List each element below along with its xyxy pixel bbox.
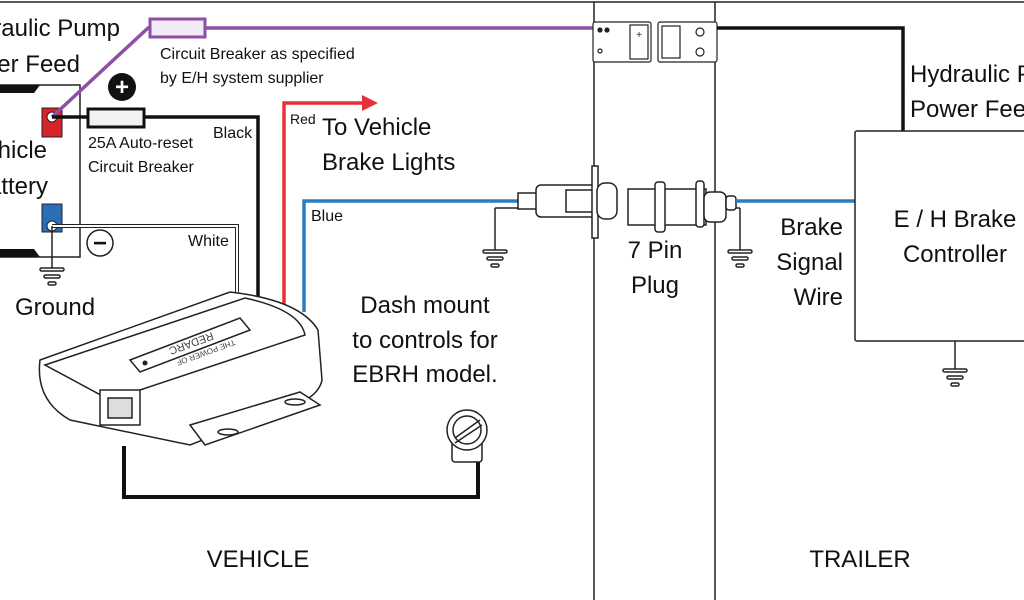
svg-text:+: + bbox=[115, 74, 129, 101]
white-wire bbox=[52, 224, 239, 296]
signal-wire-label-1: Brake bbox=[780, 214, 843, 241]
vehicle-section-label: VEHICLE bbox=[207, 546, 310, 573]
signal-wire-label-2: Signal bbox=[776, 249, 843, 276]
svg-text:−: − bbox=[93, 230, 107, 257]
red-wire-label: Red bbox=[290, 111, 316, 127]
plug-label-1: 7 Pin bbox=[628, 237, 683, 264]
blue-wire bbox=[302, 199, 525, 312]
dash-mount-label-1: Dash mount bbox=[360, 292, 490, 319]
minus-icon: − bbox=[86, 229, 114, 257]
trailer-pump-feed-2: Power Feed bbox=[910, 96, 1024, 123]
controller-label-1: E / H Brake bbox=[894, 206, 1017, 233]
anderson-connector: + bbox=[592, 21, 718, 63]
auto-reset-label-1: 25A Auto-reset bbox=[88, 135, 194, 152]
brake-lights-label-2: Brake Lights bbox=[322, 149, 455, 176]
plug-label-2: Plug bbox=[631, 272, 679, 299]
seven-pin-plug bbox=[627, 180, 753, 268]
breaker-note-2: by E/H system supplier bbox=[160, 70, 324, 87]
white-wire-label: White bbox=[188, 233, 229, 250]
signal-wire-label-3: Wire bbox=[794, 284, 843, 311]
svg-text:+: + bbox=[636, 30, 642, 41]
trailer-section-label: TRAILER bbox=[809, 546, 910, 573]
purple-power-wire bbox=[50, 17, 598, 119]
battery-label-2: Battery bbox=[0, 173, 48, 200]
controller-label-2: Controller bbox=[903, 241, 1007, 268]
pump-feed-label-1: Hydraulic Pump bbox=[0, 15, 120, 42]
brake-lights-label-1: To Vehicle bbox=[322, 114, 431, 141]
plus-icon: + bbox=[108, 73, 136, 101]
ground-icon bbox=[942, 341, 968, 387]
blue-wire-label: Blue bbox=[311, 208, 343, 225]
dash-mount-label-3: EBRH model. bbox=[352, 361, 497, 388]
ground-icon bbox=[39, 226, 65, 286]
dash-mount-label-2: to controls for bbox=[352, 327, 497, 354]
brake-controller-device: REDARC THE POWER OF bbox=[38, 291, 323, 446]
arrow-icon bbox=[362, 95, 378, 111]
circuit-breaker-eh bbox=[148, 17, 207, 39]
auto-reset-label-2: Circuit Breaker bbox=[88, 159, 194, 176]
vehicle-battery bbox=[0, 84, 81, 258]
black-wire bbox=[52, 107, 260, 300]
ground-label: Ground bbox=[15, 294, 95, 321]
pump-feed-label-2: Power Feed bbox=[0, 51, 80, 78]
dash-knob-icon bbox=[446, 409, 488, 463]
red-wire bbox=[282, 95, 378, 305]
breaker-note-1: Circuit Breaker as specified bbox=[160, 46, 355, 63]
trailer-pump-feed-wire bbox=[717, 26, 905, 131]
trailer-pump-feed-1: Hydraulic Pump bbox=[910, 61, 1024, 88]
eh-brake-controller: E / H Brake Controller bbox=[854, 130, 1024, 342]
battery-label-1: Vehicle bbox=[0, 137, 47, 164]
circuit-breaker-25a bbox=[86, 107, 146, 129]
control-cable bbox=[122, 446, 480, 499]
black-wire-label: Black bbox=[213, 125, 253, 142]
seven-pin-socket bbox=[482, 165, 618, 268]
